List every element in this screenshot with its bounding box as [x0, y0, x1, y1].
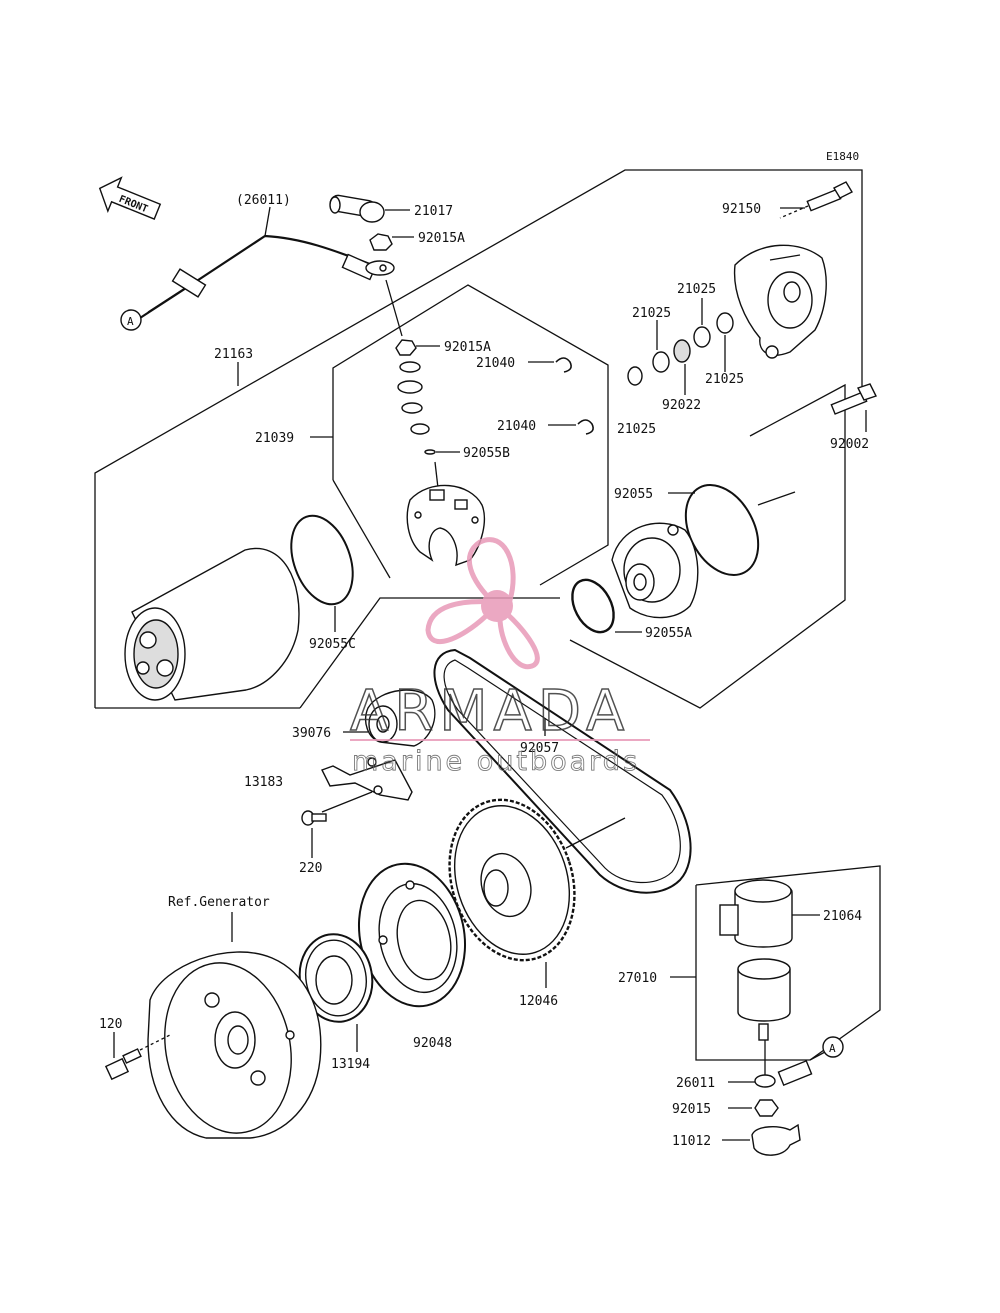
nut-92015a-mid: [395, 339, 417, 356]
label-27010: 27010: [618, 971, 657, 986]
watermark-brand: ARMADA: [350, 679, 630, 744]
oring-92055c: [290, 514, 354, 606]
ref-a-right-text: A: [829, 1042, 836, 1055]
label-92055a: 92055A: [645, 626, 692, 641]
armada-watermark: ARMADA marine outboards: [349, 537, 650, 777]
label-ref-generator: Ref.Generator: [168, 895, 270, 910]
brush-holder: [406, 461, 486, 567]
label-21017: 21017: [414, 204, 453, 219]
label-92015a-top: 92015A: [418, 231, 465, 246]
label-92055b: 92055B: [463, 446, 510, 461]
washer-92022: [673, 339, 691, 363]
clip-21040-b: [577, 419, 594, 435]
washer-3: [401, 402, 423, 414]
washer-21025-3: [652, 351, 670, 373]
watermark-tagline: marine outboards: [352, 746, 640, 777]
oring-92055a: [571, 578, 615, 634]
solenoid-plunger: [737, 958, 791, 1041]
bolt-92150: [779, 181, 853, 219]
label-13194: 13194: [331, 1057, 370, 1072]
chain-92057: [433, 648, 692, 894]
ref-a-left: A: [120, 309, 142, 331]
label-39076: 39076: [292, 726, 331, 741]
label-21040-b: 21040: [497, 419, 536, 434]
washer-1: [399, 361, 421, 373]
clip-21040-a: [555, 357, 572, 373]
label-92057: 92057: [520, 741, 559, 756]
label-92150: 92150: [722, 202, 761, 217]
terminal-26011: [754, 1051, 826, 1088]
label-92002: 92002: [830, 437, 869, 452]
screw-220: [301, 810, 327, 826]
label-21025-a: 21025: [677, 282, 716, 297]
label-13183: 13183: [244, 775, 283, 790]
label-21025-b: 21025: [632, 306, 671, 321]
diagram-code: E1840: [826, 150, 859, 163]
terminal-cap: [329, 194, 385, 223]
brush-group-outline-2: [332, 479, 391, 579]
solenoid-group-outline: [695, 865, 881, 1061]
front-cover-outline: [569, 383, 846, 709]
cap-11012: [751, 1123, 801, 1156]
washer-21025-2: [693, 326, 711, 348]
label-12046: 12046: [519, 994, 558, 1009]
label-21040-a: 21040: [476, 356, 515, 371]
starter-clutch: [364, 689, 436, 747]
label-92055c: 92055C: [309, 637, 356, 652]
label-11012: 11012: [672, 1134, 711, 1149]
gear-92048: [357, 862, 467, 1008]
washer-4: [410, 423, 430, 435]
label-92055: 92055: [614, 487, 653, 502]
nut-92015a-top: [369, 233, 393, 251]
label-26011-paren: (26011): [236, 193, 291, 208]
brush-group-outline: [332, 284, 609, 586]
front-cover: [733, 244, 827, 359]
propeller-logo-icon: [425, 537, 540, 670]
front-housing: [611, 522, 699, 619]
label-21025-c: 21025: [705, 372, 744, 387]
starter-cable: [139, 206, 395, 319]
oneway-clutch-13194: [298, 933, 374, 1023]
starter-group-outline: [94, 169, 863, 708]
label-92015: 92015: [672, 1102, 711, 1117]
front-arrow-icon: FRONT: [98, 176, 162, 220]
starter-motor: [124, 547, 300, 701]
label-92022: 92022: [662, 398, 701, 413]
washer-21025-4: [627, 366, 643, 386]
label-220: 220: [299, 861, 322, 876]
sprocket-12046: [448, 798, 576, 962]
label-26011: 26011: [676, 1076, 715, 1091]
plate-13183: [321, 757, 413, 801]
ref-a-left-text: A: [127, 315, 134, 328]
label-21064: 21064: [823, 909, 862, 924]
ref-a-right: A: [822, 1036, 844, 1058]
label-21039: 21039: [255, 431, 294, 446]
washer-21025-1: [716, 312, 734, 334]
bolt-120: [104, 1034, 171, 1081]
nut-92015: [754, 1099, 779, 1117]
label-92015a-mid: 92015A: [444, 340, 491, 355]
label-21025-d: 21025: [617, 422, 656, 437]
solenoid-coil-21064: [719, 879, 793, 948]
washer-2: [397, 380, 423, 394]
label-21163: 21163: [214, 347, 253, 362]
label-92048: 92048: [413, 1036, 452, 1051]
generator-rotor: [147, 951, 322, 1139]
label-120: 120: [99, 1017, 122, 1032]
oring-92055b: [424, 449, 436, 455]
bolt-92002: [830, 383, 877, 415]
